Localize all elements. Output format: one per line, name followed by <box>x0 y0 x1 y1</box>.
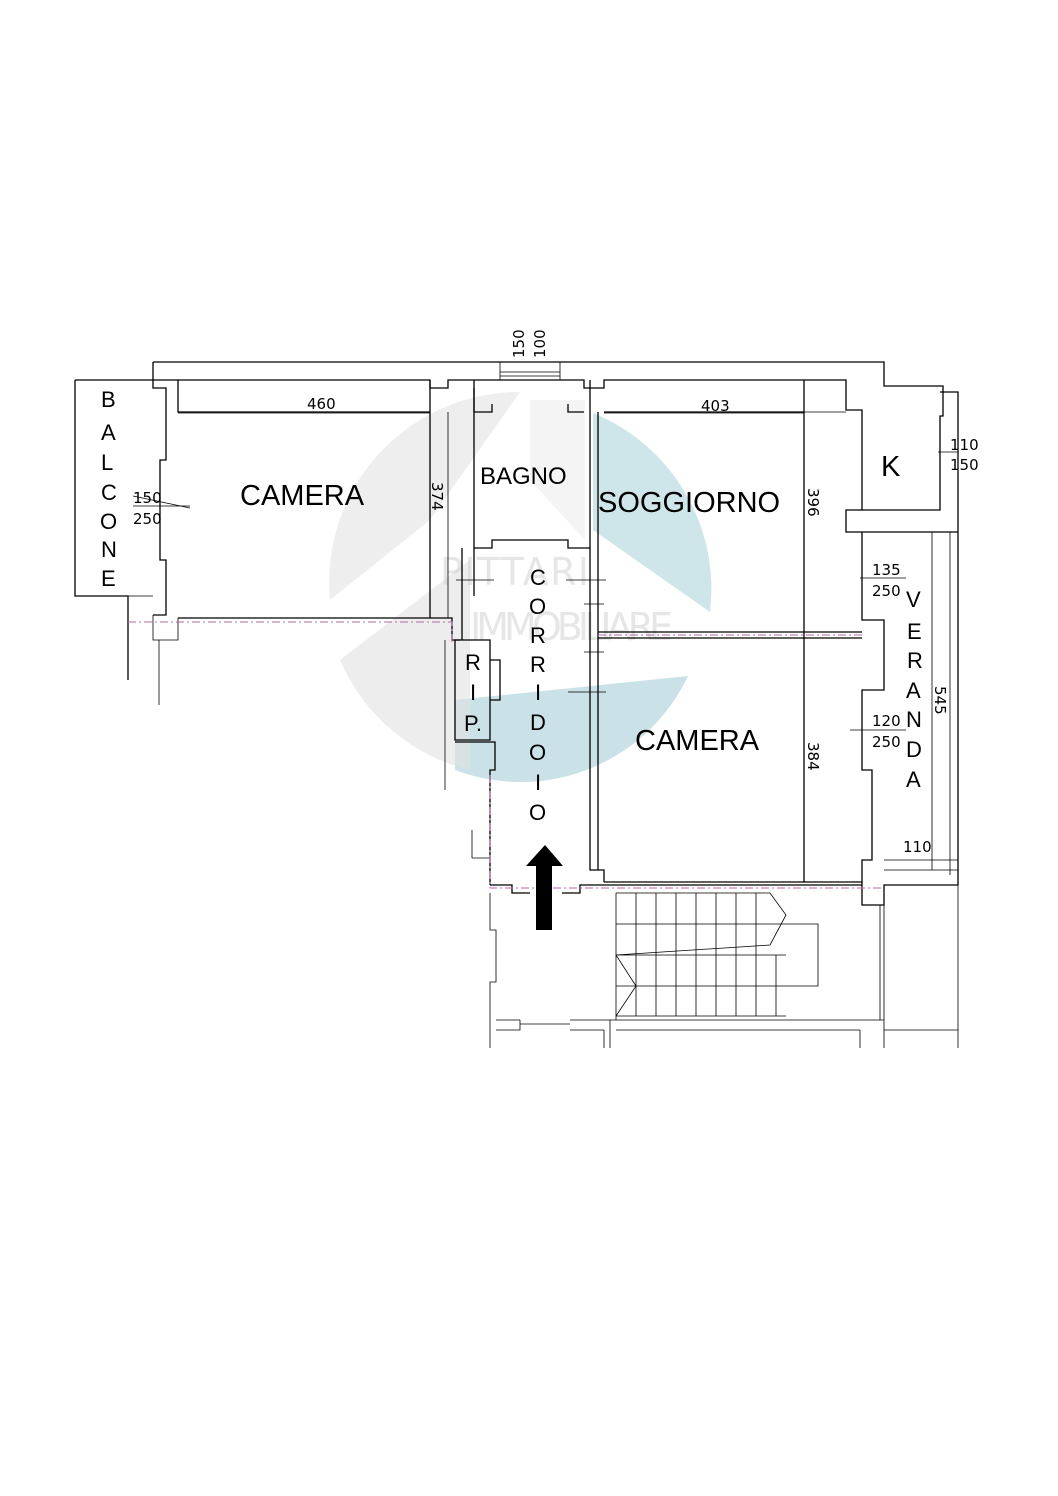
corridoio-letter: I <box>535 770 541 795</box>
balcone-letter: A <box>101 420 116 445</box>
dim-top-window-a: 150 <box>510 329 528 358</box>
corridoio-letter: R <box>530 623 546 648</box>
dim-camera-left-width: 460 <box>307 395 336 413</box>
dim-soggiorno-width: 403 <box>701 397 730 415</box>
corridoio-letter: I <box>535 680 541 705</box>
dim-soggiorno-height: 396 <box>804 488 822 517</box>
corridoio-letter: O <box>529 740 546 765</box>
corridoio-letter: D <box>530 710 546 735</box>
veranda-letter: R <box>907 648 923 673</box>
dim-veranda-length: 545 <box>931 686 949 715</box>
dim-veranda-width: 110 <box>903 838 932 856</box>
room-bagno: BAGNO <box>480 463 567 490</box>
room-k: K <box>881 451 901 483</box>
label-ripostiglio: R I P. <box>464 650 482 736</box>
veranda-letter: A <box>906 678 921 703</box>
room-soggiorno: SOGGIORNO <box>598 487 780 519</box>
dim-k-window-top: 110 <box>950 436 979 454</box>
dim-k-window-bottom: 150 <box>950 456 979 474</box>
veranda-letter: V <box>906 587 921 612</box>
dim-camera-right-height: 384 <box>804 742 822 771</box>
balcone-letter: N <box>101 537 117 562</box>
property-boundary <box>128 621 884 889</box>
watermark-logo: PITTARI IMMOBILIARE <box>329 391 712 783</box>
watermark-line1: PITTARI <box>440 550 590 594</box>
dim-balcone-window-top: 150 <box>133 489 162 507</box>
veranda-letter: A <box>906 767 921 792</box>
rip-letter: I <box>470 680 476 705</box>
dim-soggiorno-window-top: 135 <box>872 561 901 579</box>
corridoio-letter: R <box>530 652 546 677</box>
dim-camera-left-height: 374 <box>428 482 446 511</box>
watermark-line2: IMMOBILIARE <box>470 605 674 649</box>
dim-camera-window-top: 120 <box>872 712 901 730</box>
balcone-letter: E <box>101 566 116 591</box>
label-veranda: V E R A N D A <box>906 587 923 792</box>
veranda-letter: N <box>906 707 922 732</box>
balcone-letter: B <box>101 387 116 412</box>
veranda-letter: E <box>907 619 922 644</box>
corridoio-letter: C <box>530 565 546 590</box>
dim-camera-window-bottom: 250 <box>872 733 901 751</box>
balcone-letter: O <box>100 509 117 534</box>
dim-soggiorno-window-bottom: 250 <box>872 582 901 600</box>
walls <box>74 361 959 1048</box>
balcone-letter: L <box>101 450 113 475</box>
balcone-letter: C <box>101 480 117 505</box>
corridoio-letter: O <box>529 594 546 619</box>
entrance-arrow-icon <box>526 845 563 930</box>
rip-letter: P. <box>464 711 482 736</box>
rip-letter: R <box>465 650 481 675</box>
corridoio-letter: O <box>529 800 546 825</box>
label-corridoio: C O R R I D O I O <box>529 565 546 825</box>
dim-balcone-window-bottom: 250 <box>133 510 162 528</box>
dim-top-window-b: 100 <box>531 329 549 358</box>
label-balcone: B A L C O N E <box>100 387 117 591</box>
room-camera-right: CAMERA <box>635 725 760 757</box>
room-camera-left: CAMERA <box>240 480 365 512</box>
veranda-letter: D <box>906 737 922 762</box>
